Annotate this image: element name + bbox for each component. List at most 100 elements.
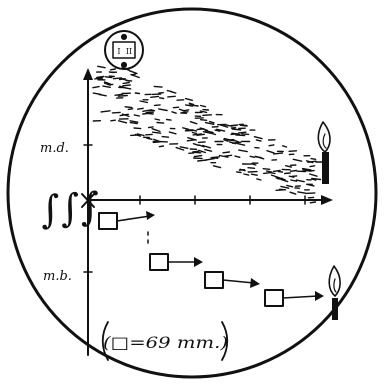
dash-mark	[289, 176, 294, 177]
dash-mark	[190, 122, 196, 124]
dash-mark	[310, 166, 315, 167]
dash-mark	[159, 109, 167, 111]
dash-mark	[98, 66, 105, 67]
badge-glyph-right: II	[126, 47, 132, 56]
dash-mark	[123, 85, 130, 86]
dash-mark	[93, 87, 99, 88]
dash-mark	[289, 151, 296, 152]
dash-mark	[248, 168, 254, 169]
dash-mark	[112, 112, 120, 113]
dash-mark	[98, 79, 103, 80]
dash-mark	[173, 107, 178, 108]
dash-mark	[93, 93, 101, 94]
badge: ● I II ●	[105, 31, 143, 69]
dash-cloud	[93, 66, 321, 203]
dash-mark	[237, 143, 245, 145]
dash-mark	[225, 155, 232, 156]
dash-mark	[162, 137, 168, 138]
dash-mark	[118, 96, 127, 97]
dash-mark	[263, 169, 270, 170]
dash-mark	[283, 146, 287, 147]
step-box-1	[99, 211, 155, 246]
dash-mark	[153, 132, 161, 133]
dash-mark	[252, 164, 256, 165]
dash-mark	[239, 132, 246, 133]
dash-mark	[155, 119, 160, 120]
dash-mark	[236, 135, 245, 136]
dash-mark	[159, 146, 163, 147]
dash-mark	[153, 142, 159, 143]
dash-mark	[244, 174, 249, 175]
dash-mark	[280, 189, 286, 190]
dash-mark	[187, 140, 195, 141]
dash-mark	[138, 108, 144, 109]
dash-mark	[151, 96, 159, 97]
dash-mark	[157, 123, 164, 124]
dash-mark	[135, 93, 139, 94]
dash-mark	[203, 115, 212, 116]
dash-mark	[130, 123, 137, 124]
dash-mark	[201, 106, 206, 107]
dash-mark	[111, 69, 116, 70]
dash-mark	[171, 92, 176, 94]
dash-mark	[285, 173, 291, 174]
dash-mark	[129, 71, 137, 74]
dash-mark	[199, 142, 206, 143]
dash-mark	[147, 138, 152, 139]
dash-mark	[197, 134, 204, 135]
dash-mark	[214, 166, 221, 168]
dash-mark	[128, 109, 132, 110]
dash-mark	[278, 172, 282, 173]
step-box-3	[205, 272, 260, 288]
dash-mark	[310, 174, 317, 176]
dash-mark	[180, 109, 185, 111]
dash-mark	[130, 121, 138, 122]
dash-mark	[293, 159, 301, 161]
dash-mark	[264, 173, 271, 174]
dash-mark	[298, 192, 306, 193]
dash-mark	[257, 179, 261, 180]
dash-mark	[101, 111, 110, 112]
dash-mark	[109, 72, 114, 73]
dash-mark	[183, 128, 189, 130]
dash-mark	[119, 121, 127, 123]
dash-mark	[254, 137, 262, 139]
horizontal-axis	[88, 195, 333, 205]
dash-mark	[239, 150, 247, 152]
dash-mark	[176, 148, 183, 150]
dash-mark	[155, 105, 161, 106]
lower-axis-label: m.b.	[43, 269, 72, 284]
dash-mark	[274, 153, 283, 154]
step-box-4	[265, 290, 324, 306]
dash-mark	[235, 156, 240, 157]
dash-mark	[210, 122, 214, 123]
dash-mark	[193, 151, 199, 152]
badge-glyph-top: ●	[121, 32, 128, 41]
dash-mark	[256, 140, 261, 141]
dash-mark	[206, 159, 215, 161]
dash-mark	[232, 129, 241, 130]
margin-mark: ∫∫∫	[39, 184, 101, 232]
dash-mark	[269, 145, 274, 146]
step-box-2	[150, 254, 203, 270]
dash-mark	[172, 112, 176, 113]
dash-mark	[296, 180, 304, 182]
dash-mark	[152, 129, 160, 132]
dash-mark	[146, 113, 153, 114]
dash-mark	[233, 142, 241, 143]
dash-mark	[201, 120, 207, 121]
dash-mark	[180, 147, 188, 149]
dash-mark	[237, 172, 241, 173]
dash-mark	[213, 158, 218, 159]
dash-mark	[205, 150, 212, 152]
dash-mark	[192, 133, 196, 134]
dash-mark	[125, 107, 132, 108]
dash-mark	[194, 144, 199, 146]
dash-mark	[169, 132, 176, 134]
dash-mark	[194, 156, 201, 157]
dash-mark	[124, 88, 131, 89]
dash-mark	[278, 179, 285, 180]
dash-mark	[239, 170, 244, 171]
scale-note: (□=69 mm.)	[103, 322, 228, 360]
dash-mark	[306, 193, 315, 194]
